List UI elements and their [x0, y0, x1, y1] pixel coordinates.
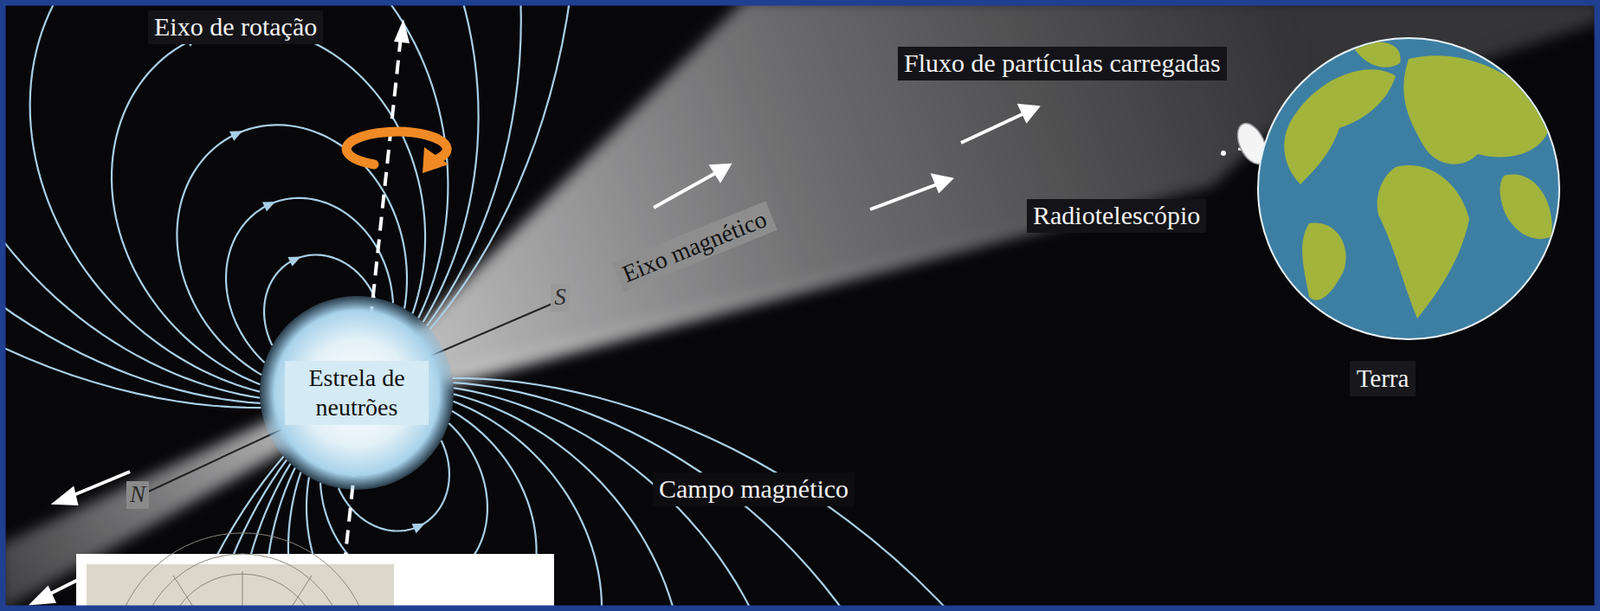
earth-globe: Terra: [1257, 37, 1561, 341]
field-lines: [0, 0, 1147, 611]
rotation-arrowhead: [422, 147, 449, 174]
continent: [1352, 41, 1401, 68]
axis-arrowhead: [393, 19, 410, 44]
continent: [1403, 55, 1552, 165]
continent: [1499, 174, 1552, 239]
particle-beam: [400, 0, 1600, 386]
ocean: [1258, 38, 1560, 340]
axis-label: Eixo de rotação: [148, 10, 323, 45]
field-line: [0, 0, 522, 404]
field-arrow: [229, 130, 243, 141]
neutron-star: Estrela de neutrões: [259, 296, 454, 491]
earth-shape: [1257, 37, 1561, 341]
node-label: Terra: [1349, 361, 1417, 397]
star-disc: [259, 296, 454, 491]
field-arrow: [287, 256, 301, 266]
field-label: Campo magnético: [652, 472, 855, 507]
continent: [1302, 222, 1347, 300]
field-arrow: [412, 523, 426, 534]
inset-picture: [76, 533, 555, 611]
beam-core: [450, 173, 1247, 380]
node-label: Estrela de neutrões: [284, 361, 429, 425]
continent: [1283, 69, 1396, 185]
pole-letter: S: [550, 283, 570, 311]
field-arrow: [262, 201, 276, 212]
flow-arrows: [32, 105, 1038, 604]
telescope-label: Radiotelescópio: [1026, 199, 1207, 233]
continent: [1377, 165, 1470, 319]
pole-letter: N: [126, 481, 149, 509]
beam-label: Fluxo de partículas carregadas: [897, 46, 1227, 81]
